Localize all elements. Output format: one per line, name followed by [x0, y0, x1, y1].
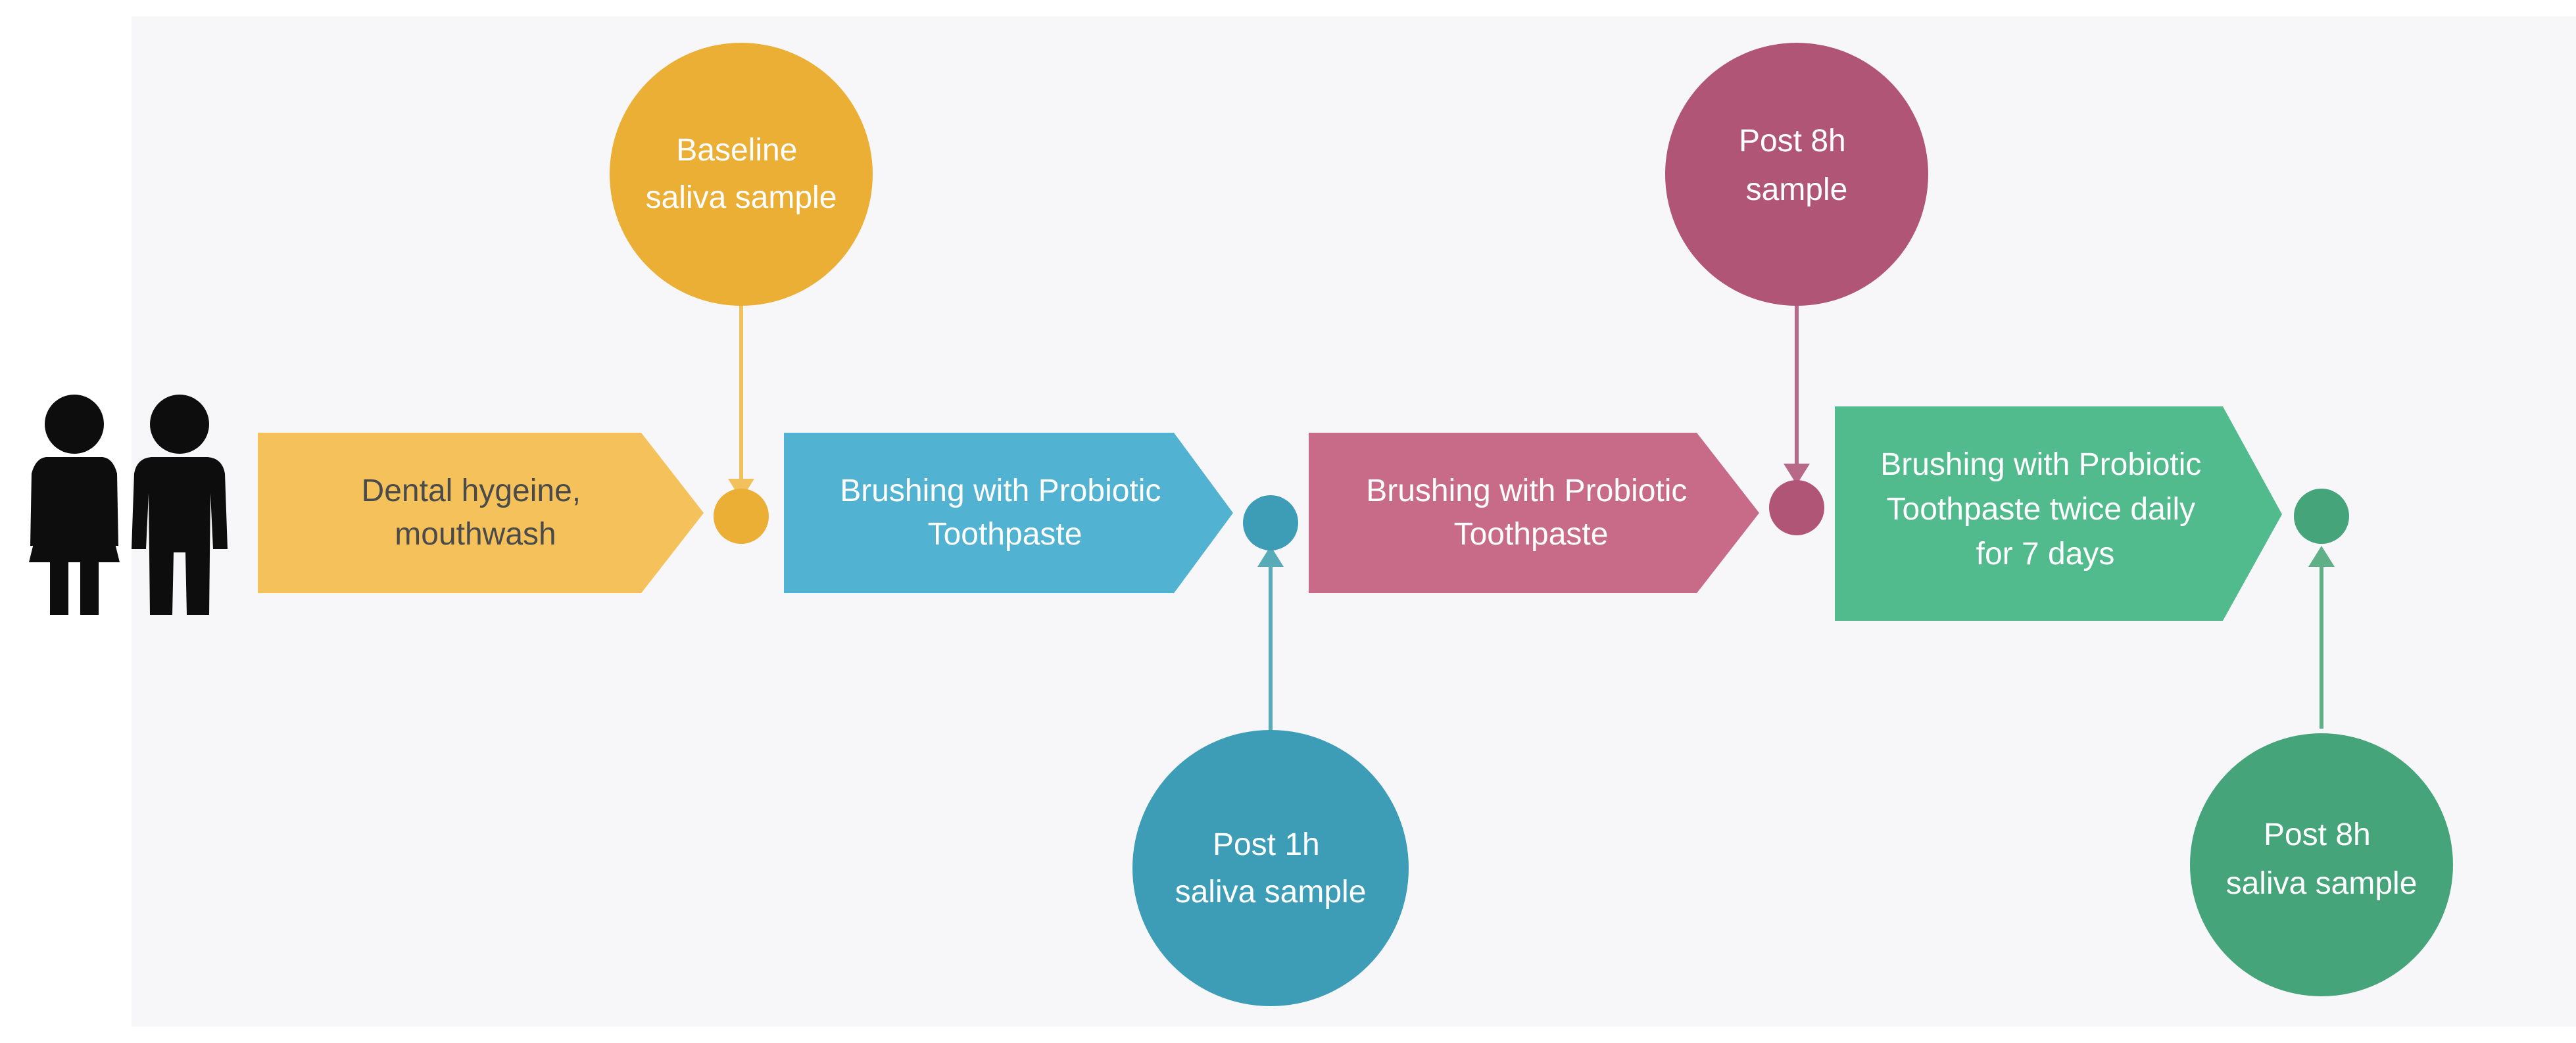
- sample-circle-post-8h-saliva: [2190, 733, 2453, 996]
- step-label-brushing-daily: Brushing with Probiotic Toothpaste twice…: [1880, 447, 2210, 571]
- sample-label-post-8h-saliva: Post 8h saliva sample: [2226, 817, 2418, 901]
- milestone-dot-baseline: [714, 489, 769, 544]
- step-arrow-brushing-1: [784, 433, 1233, 593]
- woman-icon: [29, 395, 120, 615]
- sample-circle-baseline: [610, 43, 873, 306]
- milestone-dot-post-8h: [1769, 480, 1824, 535]
- sample-circle-post-8h: [1665, 43, 1928, 306]
- post-8h-saliva-connector: [2308, 546, 2335, 729]
- milestone-dot-post-8h-saliva: [2294, 489, 2349, 544]
- sample-circle-post-1h: [1132, 730, 1409, 1006]
- step-arrow-brushing-daily: [1835, 406, 2282, 621]
- post-1h-connector: [1257, 546, 1284, 731]
- step-arrow-brushing-2: [1309, 433, 1759, 593]
- step-label-brushing-1: Brushing with Probiotic Toothpaste: [840, 473, 1170, 552]
- man-icon: [132, 395, 228, 615]
- post-8h-connector: [1784, 299, 1810, 485]
- step-label-brushing-2: Brushing with Probiotic Toothpaste: [1366, 473, 1696, 552]
- milestone-dot-post-1h: [1243, 495, 1298, 550]
- sample-label-baseline: Baseline saliva sample: [646, 133, 837, 215]
- sample-label-post-8h: Post 8h sample: [1739, 124, 1855, 207]
- step-arrow-dental-hygiene: [258, 433, 704, 593]
- step-label-dental-hygiene: Dental hygeine, mouthwash: [362, 473, 590, 552]
- sample-label-post-1h: Post 1h saliva sample: [1175, 827, 1367, 910]
